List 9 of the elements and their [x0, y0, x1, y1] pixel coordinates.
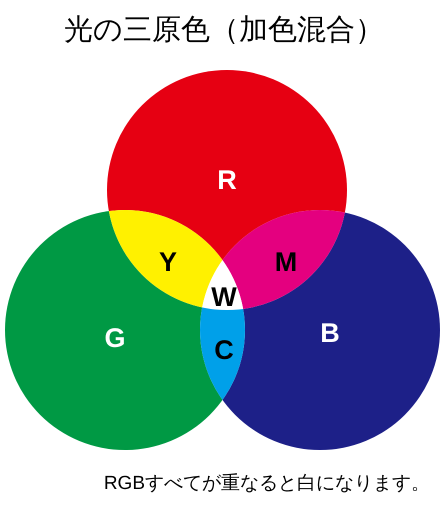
region-label: B — [320, 320, 340, 346]
region-label: R — [217, 166, 237, 194]
region-label: C — [214, 336, 234, 364]
title: 光の三原色（加色混合） — [63, 13, 385, 48]
region-label: W — [211, 284, 237, 310]
caption: RGBすべてが重なると白になります。 — [102, 472, 430, 496]
region-label: G — [104, 324, 126, 352]
region-label: M — [274, 248, 298, 276]
region-label: Y — [158, 248, 177, 276]
